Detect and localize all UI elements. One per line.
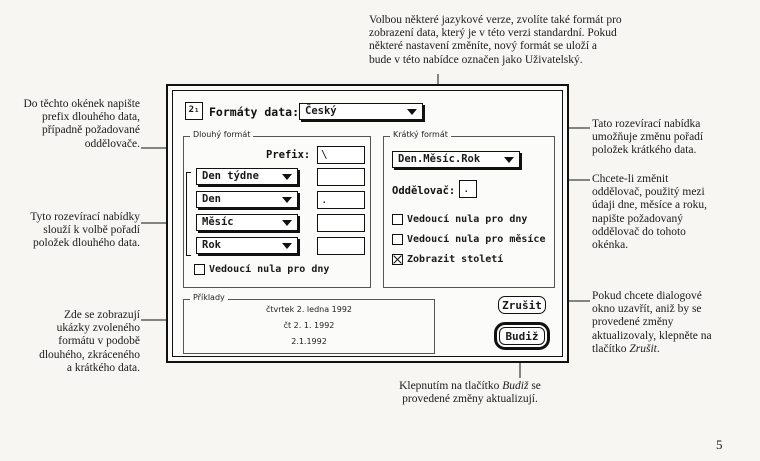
long-item-popup-1[interactable]: Den týdne [196,168,298,185]
order-bracket [186,172,191,256]
long-item-popup-4[interactable]: Rok [196,237,298,254]
short-leading-zero-days-checkbox[interactable]: Vedoucí nula pro dny [392,214,527,225]
example-long: čtvrtek 2. ledna 1992 [265,305,353,314]
short-format-group: Krátký formát Den.Měsíc.Rok Oddělovač: .… [383,130,555,288]
callout-prefix-fields: Do těchto okének napište prefix dlouhého… [23,98,140,150]
callout-short-popup: Tato rozevírací nabídka umožňuje změnu p… [592,118,704,157]
checkbox-box-checked [392,254,403,265]
long-item-popup-2[interactable]: Den [196,191,298,208]
date-formats-icon: 2₁ [185,102,203,120]
examples-group: Příklady čtvrtek 2. ledna 1992 čt 2. 1. … [183,293,435,354]
separator-field-4[interactable] [317,237,365,255]
short-order-popup[interactable]: Den.Měsíc.Rok [392,151,520,168]
chevron-down-icon [282,174,292,180]
callout-cancel: Pokud chcete dialogové okno uzavřít, ani… [592,290,712,355]
example-short: 2.1.1992 [291,337,327,346]
show-century-checkbox[interactable]: Zobrazit století [392,254,503,265]
separator-field-3[interactable] [317,214,365,232]
page-number: 5 [716,437,723,452]
chevron-down-icon [504,157,514,163]
language-popup[interactable]: Český [299,103,423,120]
prefix-input[interactable]: \ [317,146,365,164]
prefix-label: Prefix: [266,149,311,161]
checkbox-box [194,264,205,275]
chevron-down-icon [282,243,292,249]
callout-separator: Chcete-li změnit oddělovač, použitý mezi… [592,173,707,252]
long-item-popup-3[interactable]: Měsíc [196,214,298,231]
callout-long-popups: Tyto rozevírací nabídky slouží k volbě p… [30,211,140,250]
chevron-down-icon [407,109,417,115]
long-format-group: Dlouhý formát Prefix: \ Den týdne Den Mě… [183,130,371,288]
chevron-down-icon [282,220,292,226]
short-leading-zero-months-checkbox[interactable]: Vedoucí nula pro měsíce [392,234,545,245]
chevron-down-icon [282,197,292,203]
dialog-title: Formáty data: [209,105,300,119]
separator-label: Oddělovač: [392,185,456,197]
checkbox-box [392,234,403,245]
callout-ok: Klepnutím na tlačítko Budiž se provedené… [399,380,541,406]
callout-examples: Zde se zobrazují ukázky zvoleného formát… [39,309,140,374]
separator-input[interactable]: . [459,180,477,198]
separator-field-2[interactable]: . [317,191,365,209]
long-leading-zero-checkbox[interactable]: Vedoucí nula pro dny [194,264,329,275]
ok-button[interactable]: Budiž [494,322,550,350]
example-abbrev: čt 2. 1. 1992 [283,321,335,330]
callout-top: Volbou některé jazykové verze, zvolíte t… [369,14,622,66]
cancel-button[interactable]: Zrušit [498,296,546,314]
date-formats-dialog: 2₁ Formáty data: Český Dlouhý formát Pre… [166,84,569,363]
separator-field-1[interactable] [317,168,365,186]
checkbox-box [392,214,403,225]
